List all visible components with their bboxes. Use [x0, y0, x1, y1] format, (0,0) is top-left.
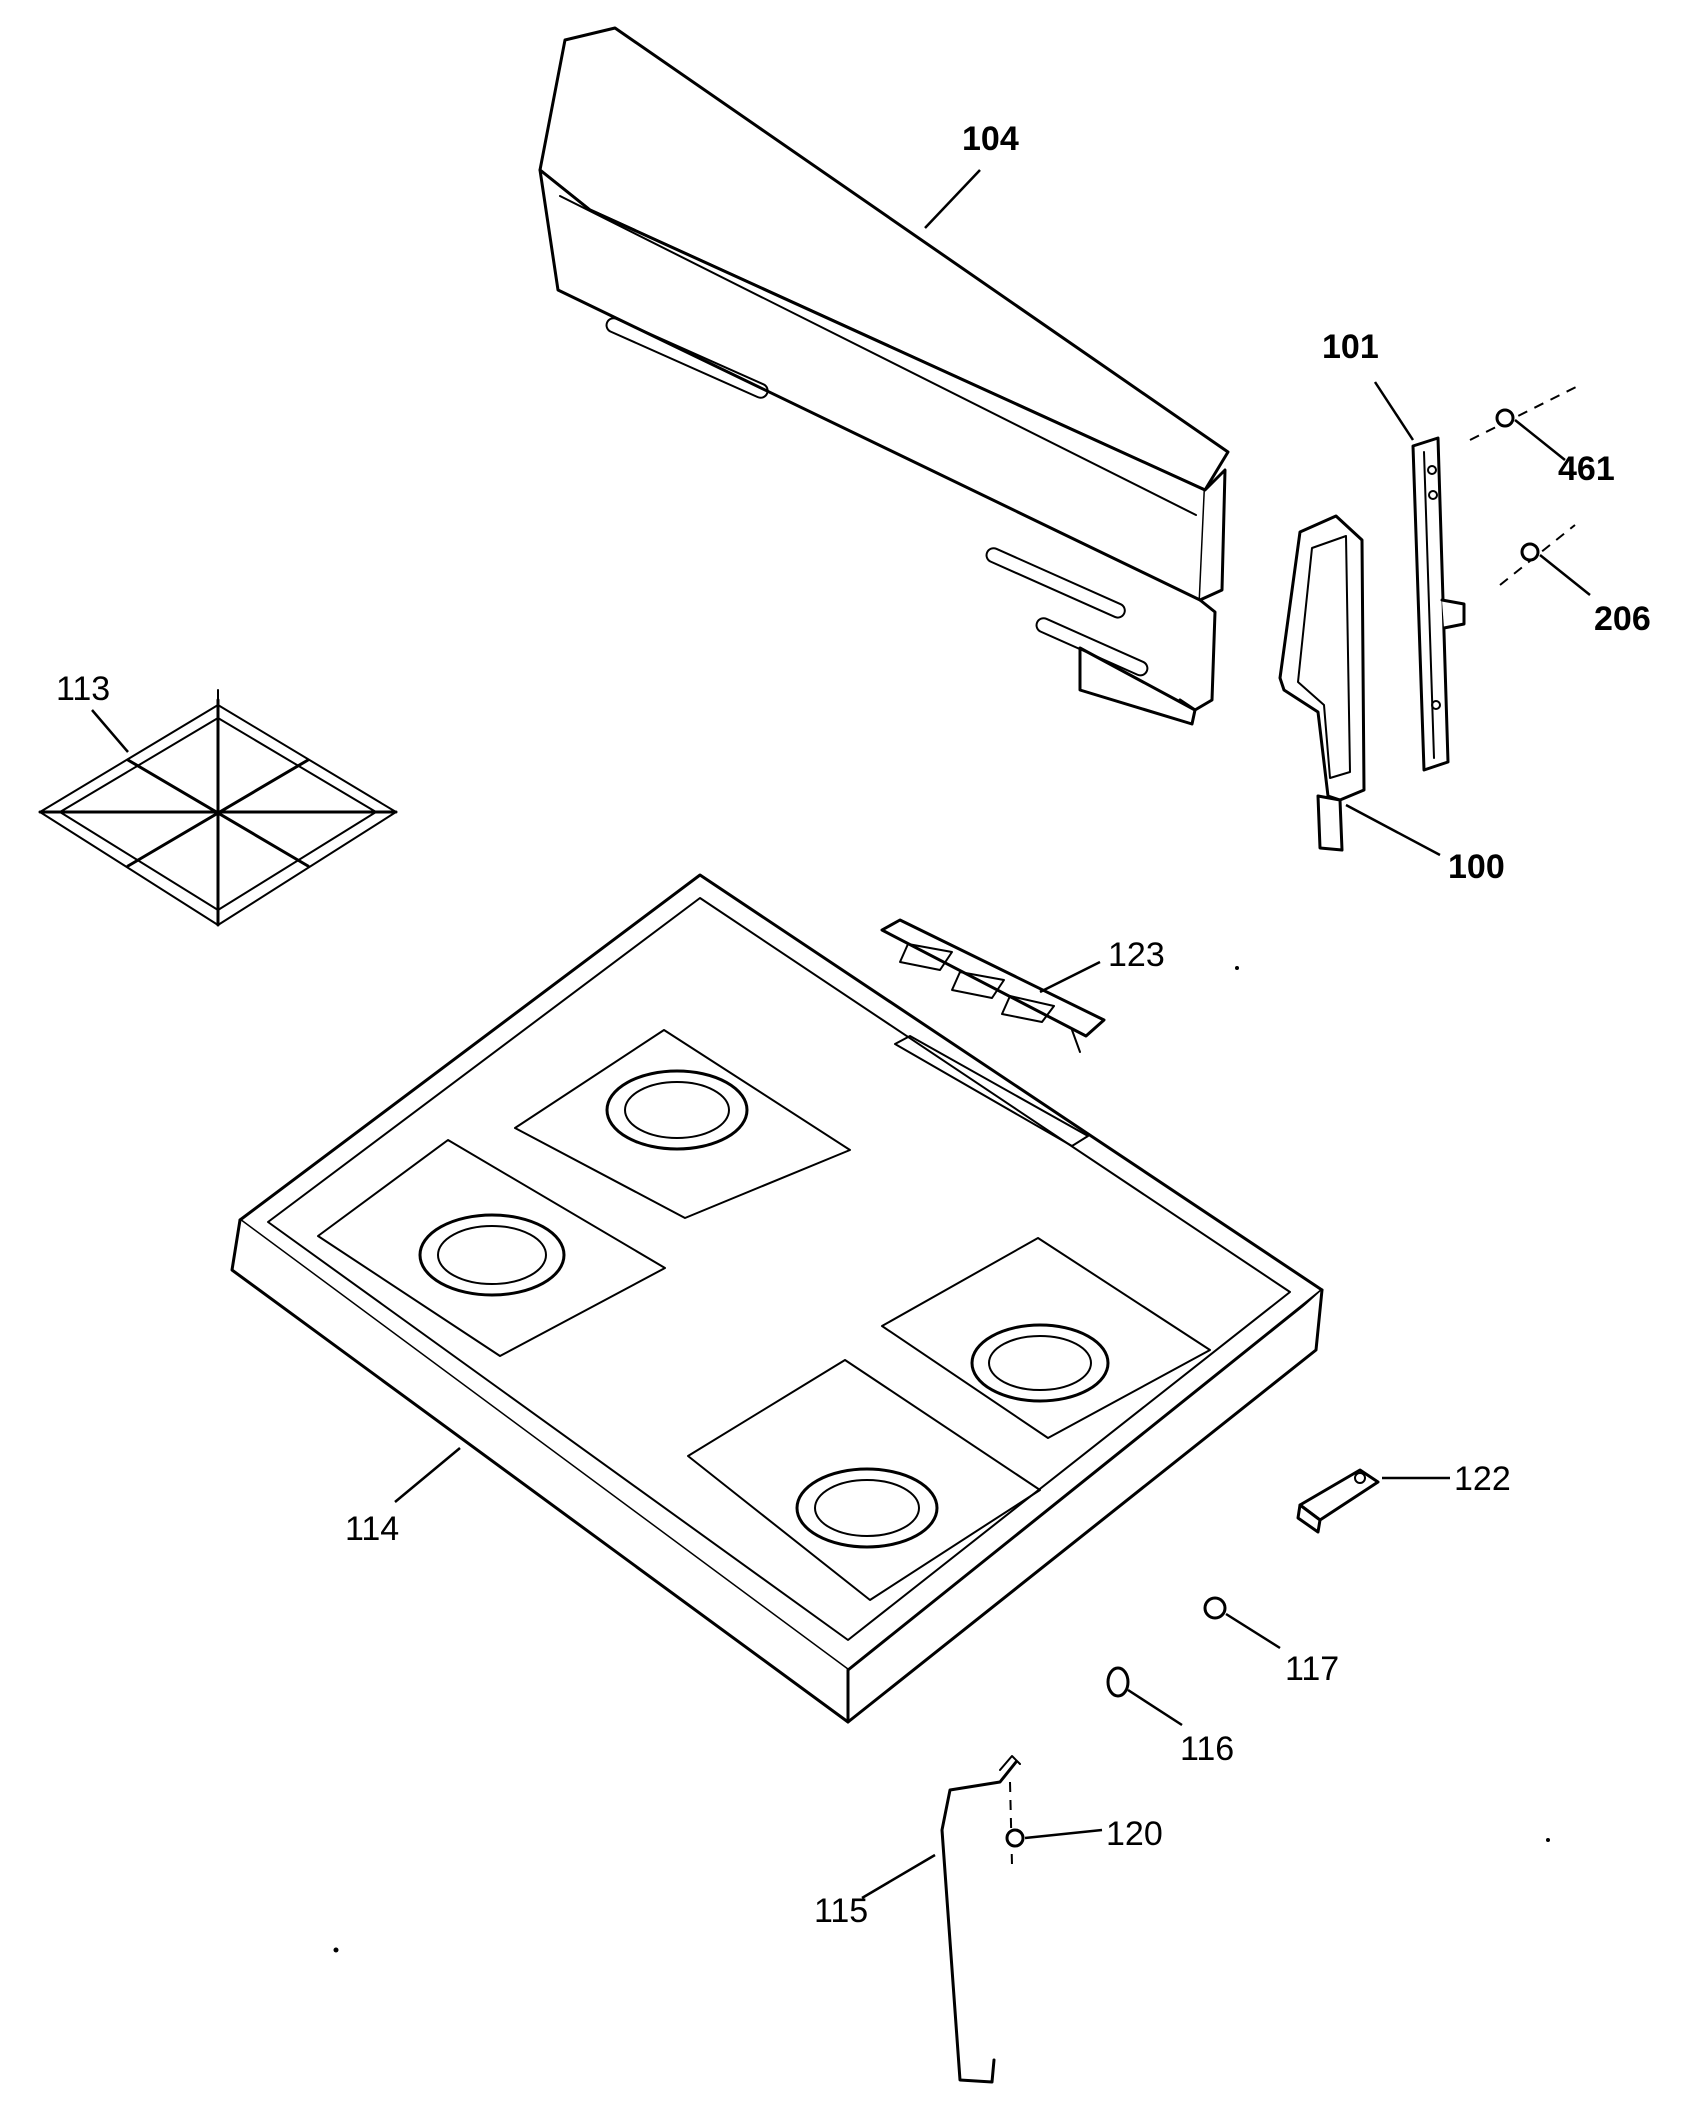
callout-115: 115 — [814, 1892, 868, 1930]
grommet-116-part — [1106, 1666, 1130, 1698]
callout-120: 120 — [1106, 1815, 1163, 1853]
screw-461-part — [1495, 408, 1515, 428]
leader-101 — [1373, 381, 1415, 441]
backsplash-part — [538, 26, 1230, 726]
callout-100: 100 — [1448, 848, 1505, 886]
leader-104 — [924, 169, 981, 229]
leader-100 — [1345, 803, 1441, 857]
callout-123: 123 — [1108, 936, 1165, 974]
nut-117-part — [1203, 1596, 1227, 1620]
callout-116: 116 — [1180, 1730, 1234, 1768]
callout-104: 104 — [962, 120, 1019, 158]
tube-115-part — [940, 1755, 1021, 2084]
leader-461 — [1514, 419, 1566, 461]
burner-grate-part — [38, 689, 398, 927]
callout-461: 461 — [1558, 450, 1615, 488]
callout-101: 101 — [1322, 328, 1379, 366]
callout-113: 113 — [56, 670, 110, 708]
vent-trim-part — [880, 918, 1106, 1053]
leader-206 — [1539, 554, 1591, 596]
leader-115 — [861, 1853, 936, 1900]
clip-bracket-part — [1296, 1468, 1380, 1534]
leader-114 — [394, 1447, 461, 1503]
leader-116 — [1127, 1688, 1183, 1727]
callout-122: 122 — [1454, 1460, 1511, 1498]
leader-113 — [91, 709, 129, 753]
callout-206: 206 — [1594, 600, 1651, 638]
leader-117 — [1225, 1612, 1281, 1650]
screw-206-part — [1520, 542, 1540, 562]
callout-117: 117 — [1285, 1650, 1339, 1688]
leader-120 — [1024, 1828, 1103, 1840]
screw-120-part — [1005, 1828, 1025, 1848]
end-bracket-part — [1411, 436, 1466, 772]
callout-114: 114 — [345, 1510, 399, 1548]
cooktop-part — [230, 873, 1324, 1724]
leader-123 — [1039, 960, 1101, 994]
end-cap-part — [1278, 514, 1366, 852]
